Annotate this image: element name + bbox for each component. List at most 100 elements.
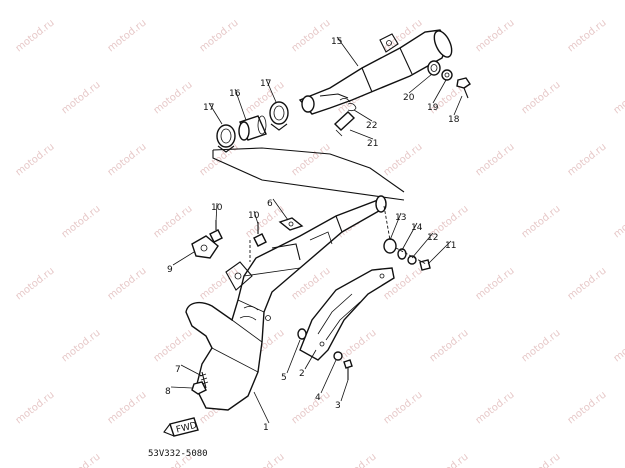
watermark-text: motod.ru (336, 327, 379, 364)
callout-number: 15 (331, 37, 342, 47)
callout-number: 3 (335, 401, 341, 411)
callout-number: 10 (248, 211, 260, 221)
callout-number: 13 (395, 213, 406, 223)
subassembly-outline (212, 147, 405, 201)
callout-number: 4 (315, 393, 321, 403)
bracket-9 (191, 235, 219, 259)
watermark-text: motod.ru (520, 451, 563, 468)
callout-leader-line (215, 202, 218, 223)
watermark-text: motod.ru (290, 17, 333, 54)
diagram-code: 53V332-5080 (148, 449, 208, 459)
callout-leader-line (180, 364, 203, 377)
watermark-text: motod.ru (60, 79, 103, 116)
callout-leader-line (340, 379, 349, 402)
joint-pipe-16 (238, 115, 267, 141)
watermark-text: motod.ru (14, 389, 57, 426)
watermark-text: motod.ru (566, 141, 609, 178)
callout-number: 12 (427, 233, 438, 243)
callout-leader-line (336, 36, 359, 67)
watermark-text: motod.ru (336, 451, 379, 468)
callout-number: 5 (281, 373, 287, 383)
callout-number: 16 (229, 89, 241, 99)
clip-22 (347, 103, 357, 112)
muffler-silencer (298, 29, 453, 115)
callout-leader-line (411, 232, 434, 259)
callout-leader-line (432, 79, 447, 104)
watermark-text: motod.ru (520, 79, 563, 116)
watermark-text: motod.ru (106, 141, 149, 178)
callout-leader-line (389, 212, 402, 241)
callout-number: 19 (427, 103, 439, 113)
callout-number: 1 (263, 423, 269, 433)
washer-19 (441, 69, 453, 81)
watermark-text: motod.ru (198, 265, 241, 302)
watermark-text: motod.ru (612, 327, 625, 364)
watermark-text: motod.ru (382, 389, 425, 426)
watermark-text: motod.ru (474, 265, 517, 302)
watermark-text: motod.ru (474, 17, 517, 54)
watermark-text: motod.ru (290, 141, 333, 178)
callout-number: 21 (367, 139, 378, 149)
callout-number: 17 (260, 79, 271, 89)
fwd-direction-badge: FWD (163, 417, 199, 437)
watermark-text: motod.ru (60, 203, 103, 240)
callout-number: 10 (211, 203, 223, 213)
watermark-text: motod.ru (14, 17, 57, 54)
washer-12 (407, 255, 417, 265)
callout-number: 14 (411, 223, 423, 233)
watermark-text: motod.ru (198, 17, 241, 54)
nut-8 (191, 381, 207, 395)
spring-6 (278, 217, 304, 231)
watermark-text: motod.ru (612, 451, 625, 468)
gasket-5 (297, 328, 307, 340)
callout-number: 2 (299, 369, 305, 379)
watermark-text: motod.ru (152, 79, 195, 116)
callout-leader-line (265, 78, 277, 103)
watermark-text: motod.ru (428, 327, 471, 364)
watermark-text: motod.ru (520, 203, 563, 240)
bolt-11 (419, 259, 431, 271)
watermark-text: motod.ru (382, 141, 425, 178)
watermark-text: motod.ru (474, 141, 517, 178)
watermark-text: motod.ru (566, 265, 609, 302)
tube-21 (333, 111, 356, 137)
callout-number: 8 (165, 387, 171, 397)
muffler-bushing-20 (427, 60, 441, 76)
callout-number: 11 (445, 241, 456, 251)
callout-leader-line (453, 95, 463, 116)
callout-leader-line (170, 386, 193, 389)
watermark-text: motod.ru (14, 141, 57, 178)
fwd-label: FWD (175, 421, 198, 436)
callout-number: 6 (267, 199, 273, 209)
collar-4 (333, 351, 343, 361)
watermark-text: motod.ru (60, 451, 103, 468)
callout-leader-line (234, 88, 247, 121)
watermark-text: motod.ru (290, 389, 333, 426)
watermark-text: motod.ru (244, 451, 287, 468)
heat-protector-2 (299, 267, 395, 361)
callout-number: 9 (167, 265, 173, 275)
callout-number: 17 (203, 103, 214, 113)
watermark-text: motod.ru (428, 451, 471, 468)
clamp-17-right (269, 101, 289, 131)
watermark-text: motod.ru (520, 327, 563, 364)
callout-number: 18 (448, 115, 460, 125)
bolt-3 (343, 359, 353, 380)
watermark-text: motod.ru (566, 17, 609, 54)
callout-number: 22 (366, 121, 377, 131)
callout-leader-line (208, 102, 223, 125)
callout-leader-line (286, 339, 301, 374)
watermark-text: motod.ru (612, 79, 625, 116)
watermark-text: motod.ru (612, 203, 625, 240)
hardware-axis-line (383, 205, 427, 265)
callout-leader-line (253, 210, 259, 225)
callout-leader-line (349, 129, 374, 140)
watermark-text: motod.ru (106, 265, 149, 302)
watermark-text: motod.ru (152, 203, 195, 240)
watermark-text: motod.ru (60, 327, 103, 364)
callout-leader-line (401, 222, 418, 251)
damper-13 (383, 238, 397, 254)
